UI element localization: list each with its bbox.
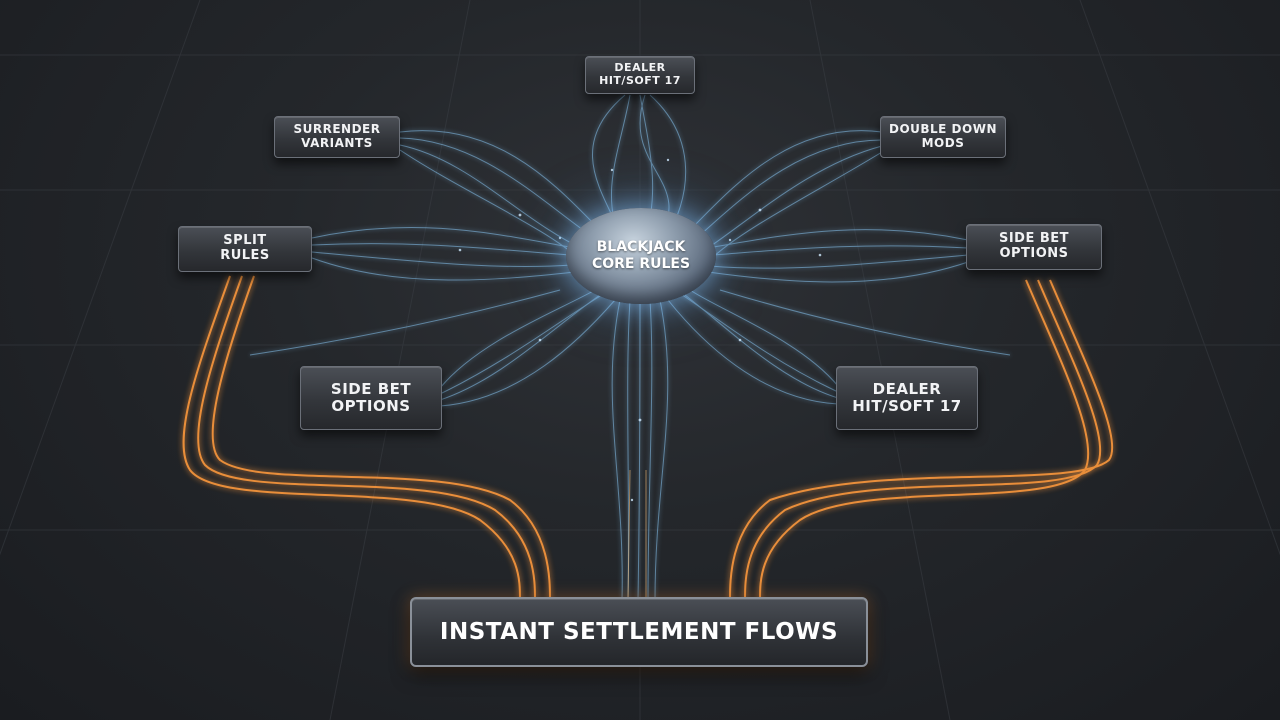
module-label-line1: DEALER [614,61,666,75]
module-label-line2: OPTIONS [331,397,411,415]
core-rules-hub: BLACKJACK CORE RULES [566,208,716,304]
module-label-line1: SIDE BET [998,231,1070,247]
module-label-line1: DEALER [872,379,942,398]
core-label-line1: BLACKJACK [596,239,686,256]
module-dealer-hit-soft17-top: DEALER HIT/SOFT 17 [585,56,695,94]
instant-settlement-flows-node: INSTANT SETTLEMENT FLOWS [410,597,868,667]
module-label-line1: SURRENDER [293,122,381,137]
module-label-line2: HIT/SOFT 17 [852,397,962,415]
module-split-rules: SPLIT RULES [178,226,312,272]
module-label-line2: OPTIONS [999,246,1069,261]
module-label-line2: MODS [921,136,965,150]
module-dealer-hit-soft17-bottom: DEALER HIT/SOFT 17 [836,366,978,430]
module-label-line1: SPLIT [223,233,267,249]
module-surrender-variants: SURRENDER VARIANTS [274,116,400,158]
module-label-line1: DOUBLE DOWN [888,122,997,137]
module-label-line2: VARIANTS [301,136,373,150]
module-label-line2: HIT/SOFT 17 [599,74,681,87]
module-side-bet-options-right: SIDE BET OPTIONS [966,224,1102,270]
module-side-bet-options-left: SIDE BET OPTIONS [300,366,442,430]
module-label-line2: RULES [220,248,270,263]
output-label: INSTANT SETTLEMENT FLOWS [439,619,839,645]
module-double-down-mods: DOUBLE DOWN MODS [880,116,1006,158]
module-label-line1: SIDE BET [330,379,412,398]
core-label-line2: CORE RULES [591,256,691,272]
